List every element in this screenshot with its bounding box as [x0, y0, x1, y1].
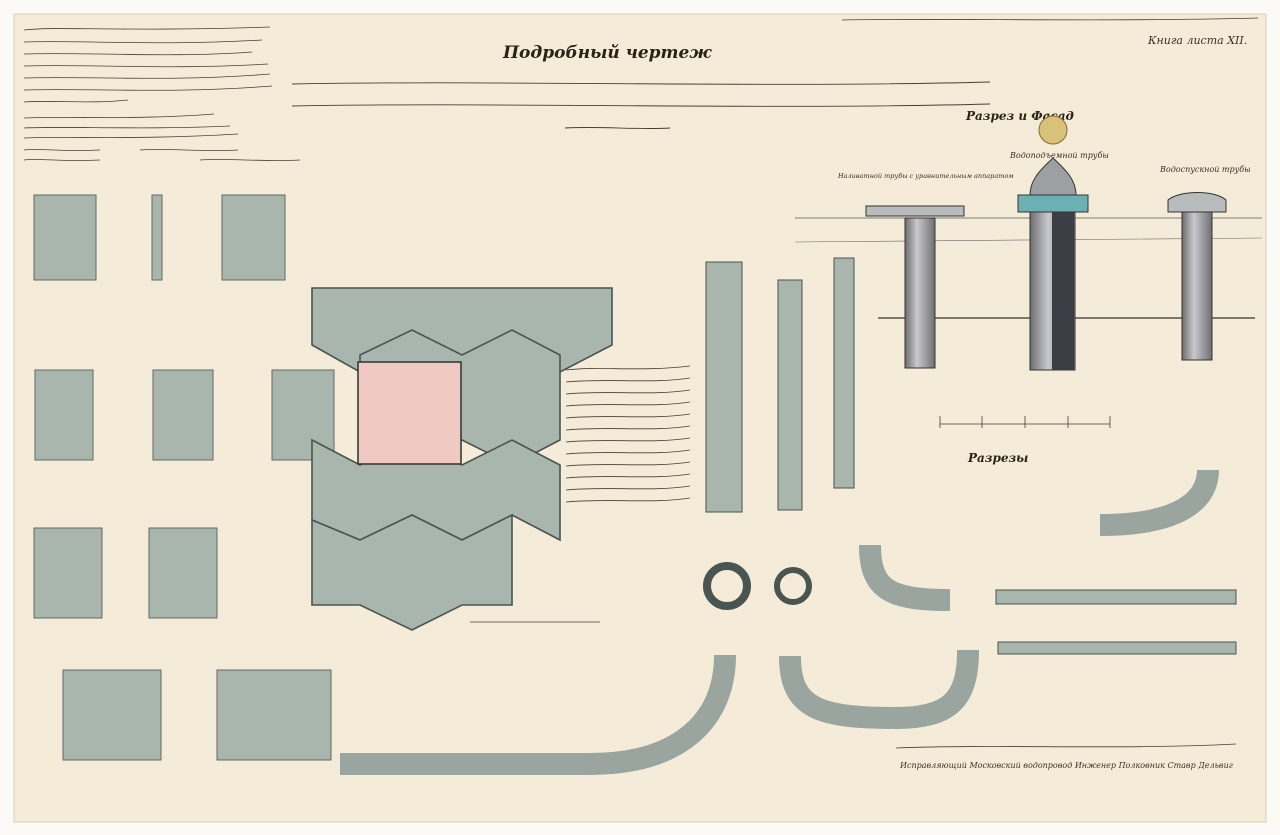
signature: Исправляющий Московский водопровод Инжен…	[899, 761, 1233, 770]
bent-pipes	[340, 469, 1219, 775]
left-column	[904, 217, 936, 369]
scale-bar-right	[939, 416, 1111, 428]
pink-plate	[357, 361, 462, 465]
supply-pipe-label: Водоспускной трубы	[1159, 165, 1251, 174]
middle-note	[565, 365, 691, 503]
plate-views	[33, 194, 335, 761]
water-pipe-label: Водоподъемной трубы	[1009, 151, 1109, 160]
right-column	[1181, 209, 1213, 361]
top-right-note: Книга листа XII.	[841, 17, 1259, 47]
straight-pipes	[995, 589, 1237, 655]
pipes-title: Разрезы	[967, 451, 1028, 465]
plate-plan	[311, 287, 613, 631]
signature-block: Исправляющий Московский водопровод Инжен…	[895, 743, 1237, 770]
top-left-notes	[23, 26, 301, 161]
valve-pipe-label: Наливатной трубы с уравнительным аппарат…	[837, 172, 1014, 180]
vertical-pipes	[705, 257, 855, 513]
section-facade-drawing	[794, 115, 1263, 371]
main-title: Подробный чертеж	[502, 43, 712, 63]
ring-sections	[703, 562, 812, 610]
eagle-emblem	[1038, 115, 1068, 145]
sheet-label: Книга листа XII.	[1147, 34, 1247, 47]
title-description	[291, 81, 991, 130]
